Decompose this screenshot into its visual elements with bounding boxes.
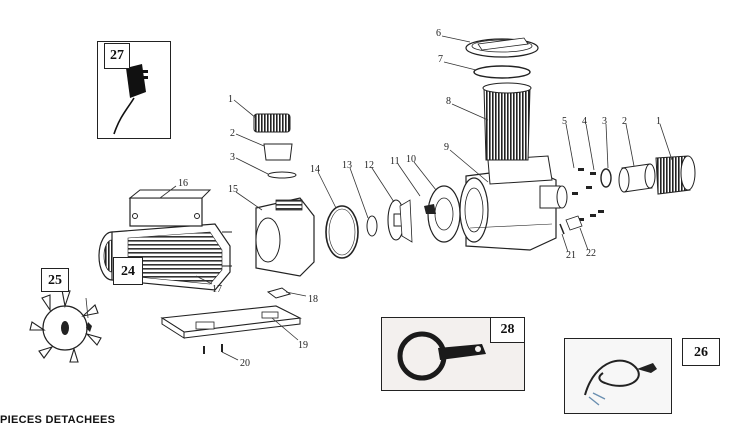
impeller-part xyxy=(366,185,461,243)
inset-cord xyxy=(564,338,672,414)
part-label-6: 6 xyxy=(436,28,441,39)
callout-27: 27 xyxy=(104,43,130,69)
adapter-icon xyxy=(113,64,148,135)
part-label-5: 5 xyxy=(562,116,567,127)
pump-body-part xyxy=(459,155,568,251)
fan-part xyxy=(29,289,102,363)
part-label-2: 2 xyxy=(230,128,235,139)
part-label-1: 1 xyxy=(228,94,233,105)
callout-26: 26 xyxy=(682,338,720,366)
part-label-11: 11 xyxy=(390,156,400,167)
callout-24: 24 xyxy=(113,257,143,285)
part-label-3b: 3 xyxy=(602,116,607,127)
motor-assembly xyxy=(98,189,232,291)
part-label-18: 18 xyxy=(308,294,318,305)
part-label-2b: 2 xyxy=(622,116,627,127)
part-label-13: 13 xyxy=(342,160,352,171)
part-label-9: 9 xyxy=(444,142,449,153)
part-label-21: 21 xyxy=(566,250,576,261)
part-label-4: 4 xyxy=(582,116,587,127)
leader-lines xyxy=(85,35,673,361)
callout-25: 25 xyxy=(41,268,69,292)
part-label-20: 20 xyxy=(240,358,250,369)
part-label-15: 15 xyxy=(228,184,238,195)
part-label-14: 14 xyxy=(310,164,320,175)
part-label-12: 12 xyxy=(364,160,374,171)
part-label-8: 8 xyxy=(446,96,451,107)
union-part xyxy=(559,155,696,235)
flange-part xyxy=(253,113,315,277)
power-cord-icon xyxy=(565,339,671,413)
part-labels: 1 2 3 14 13 12 11 10 9 8 7 6 5 4 3 2 1 1… xyxy=(178,28,661,369)
callout-28: 28 xyxy=(490,317,525,343)
part-label-1b: 1 xyxy=(656,116,661,127)
part-label-10: 10 xyxy=(406,154,416,165)
base-part xyxy=(160,287,302,354)
part-label-7: 7 xyxy=(438,54,443,65)
part-label-17: 17 xyxy=(212,284,222,295)
oring-part xyxy=(325,205,359,259)
part-label-19: 19 xyxy=(298,340,308,351)
page-footer-title: PIECES DETACHEES xyxy=(0,414,116,426)
part-label-3: 3 xyxy=(230,152,235,163)
part-label-22: 22 xyxy=(586,248,596,259)
part-label-16: 16 xyxy=(178,178,188,189)
basket-part xyxy=(465,37,539,161)
